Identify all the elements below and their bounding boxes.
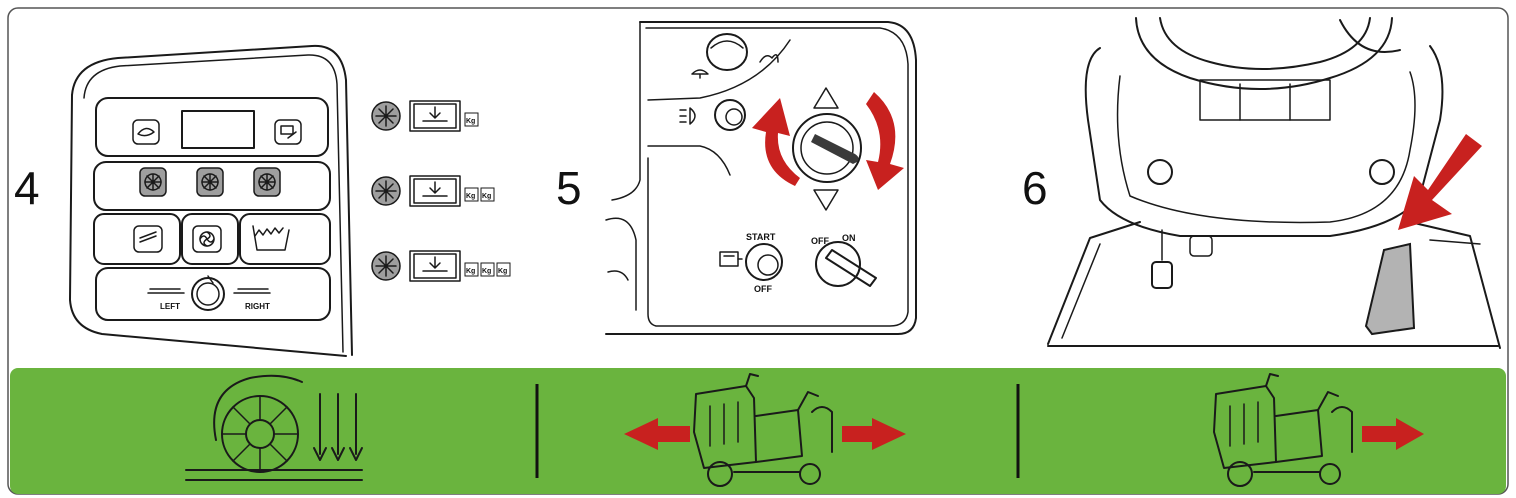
horn-icon — [132, 119, 160, 145]
pressure-level-2: Kg Kg — [371, 175, 495, 207]
control-panel-4: LEFT RIGHT — [69, 44, 353, 357]
pressure-legend: Kg Kg Kg Kg Kg — [371, 100, 511, 282]
side-brush-selector-knob[interactable] — [191, 275, 225, 311]
ignition-start-label: START — [746, 232, 776, 242]
pressure-level-3: Kg Kg Kg — [371, 250, 511, 282]
display-screen — [181, 110, 255, 149]
pressure-level-1: Kg — [371, 100, 479, 132]
brush-left-label: LEFT — [160, 302, 180, 311]
rotate-right-arrow — [866, 92, 904, 190]
direction-selector-knob[interactable] — [792, 113, 862, 183]
step-number-4: 4 — [14, 162, 40, 214]
weight-group-1: Kg — [464, 112, 479, 127]
rotate-left-arrow — [752, 98, 800, 186]
svg-text:Kg: Kg — [466, 193, 475, 200]
mode-band — [10, 368, 1506, 494]
reverse-arrow-icon — [813, 189, 839, 211]
main-power-switch[interactable] — [815, 241, 877, 287]
headlight-icon — [679, 107, 696, 125]
ignition-switch[interactable] — [745, 243, 783, 281]
weight-group-2: Kg Kg — [464, 187, 495, 202]
svg-text:Kg: Kg — [498, 268, 507, 275]
svg-text:Kg: Kg — [482, 268, 491, 275]
turtle-icon — [691, 69, 709, 79]
left-brush-icon — [147, 288, 185, 294]
filter-shaker-button[interactable] — [133, 225, 163, 253]
left-knob — [1147, 159, 1173, 185]
svg-text:Kg: Kg — [466, 118, 475, 125]
brush-pressure-button-3[interactable] — [253, 167, 281, 197]
switch-on-label: ON — [842, 233, 856, 243]
sweeper-forward-icon — [1213, 373, 1424, 487]
sweeper-forward-reverse-icon — [624, 373, 906, 487]
brush-pressure-button-2[interactable] — [196, 167, 224, 197]
brush-right-label: RIGHT — [245, 302, 270, 311]
step-number-5: 5 — [556, 162, 582, 214]
speed-knob[interactable] — [706, 33, 748, 71]
control-panel-5: START OFF OFF ON — [605, 21, 917, 335]
right-knob — [1369, 159, 1395, 185]
brake-pedal[interactable] — [1151, 229, 1213, 289]
svg-text:Kg: Kg — [482, 193, 491, 200]
switch-off-label: OFF — [811, 236, 829, 246]
step-number-6: 6 — [1022, 162, 1048, 214]
light-switch[interactable] — [714, 99, 746, 131]
brush-sweeping-icon — [185, 374, 363, 481]
brush-pressure-button-1[interactable] — [139, 167, 167, 197]
ignition-off-label: OFF — [754, 284, 772, 294]
right-brush-icon — [233, 288, 271, 294]
operator-seat-view — [1047, 17, 1501, 349]
battery-icon — [274, 119, 302, 145]
press-pedal-arrow — [1398, 134, 1482, 230]
forward-arrow-icon — [813, 87, 839, 109]
accelerator-pedal[interactable] — [1364, 242, 1416, 336]
svg-text:Kg: Kg — [466, 268, 475, 275]
engine-icon — [719, 251, 743, 267]
weight-group-3: Kg Kg Kg — [464, 262, 511, 277]
rabbit-icon — [759, 54, 779, 63]
vacuum-fan-button[interactable] — [192, 225, 222, 253]
hopper-button[interactable] — [252, 225, 290, 251]
